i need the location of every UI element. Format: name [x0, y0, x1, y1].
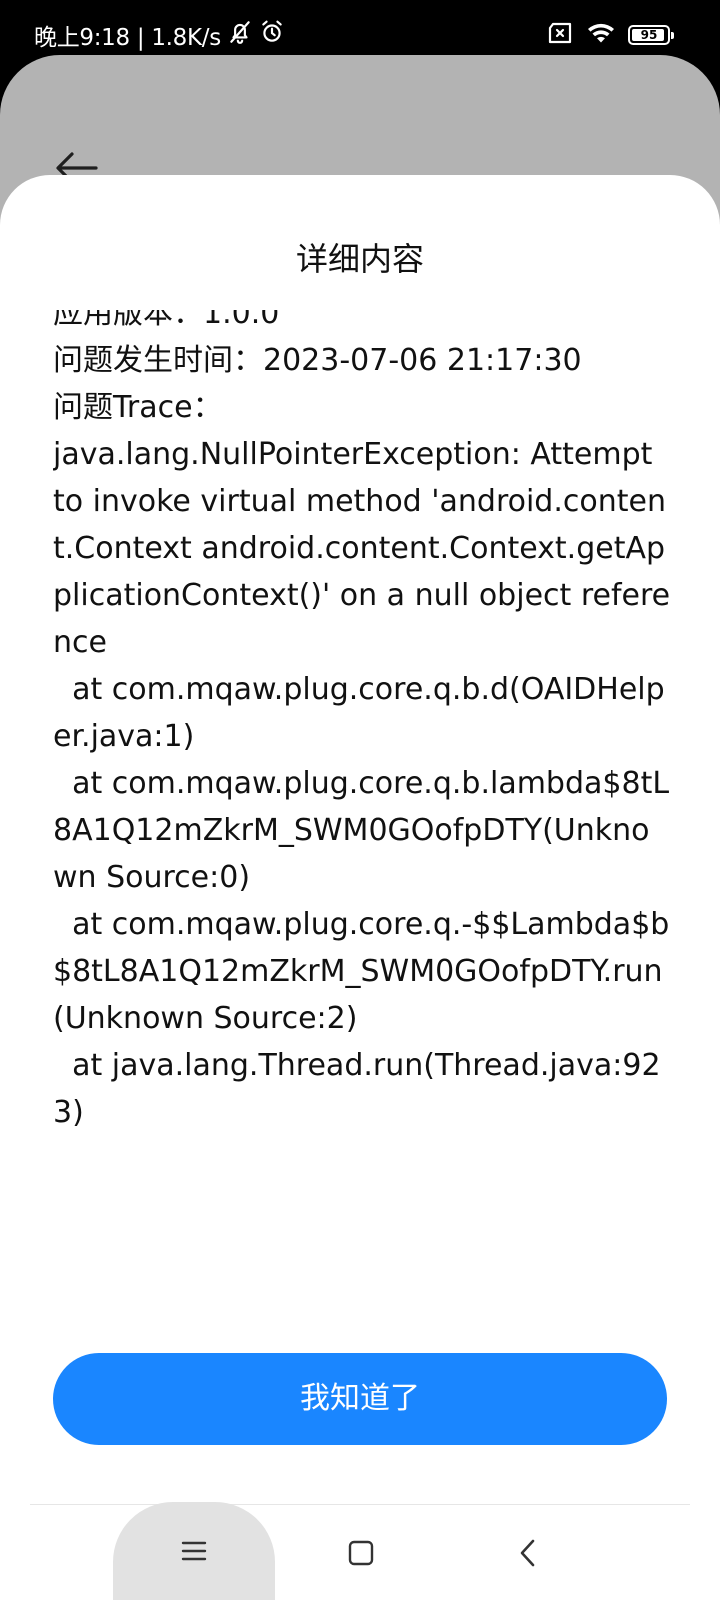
nav-menu-button[interactable] [113, 1502, 275, 1600]
status-right: 95 [546, 18, 674, 52]
status-time: 晚上9:18 | 1.8K/s [34, 25, 221, 51]
home-icon [348, 1540, 374, 1566]
navigation-bar [0, 1502, 720, 1600]
nav-divider [30, 1504, 690, 1505]
content-scroll-area[interactable]: 应用版本：1.0.0 问题发生时间：2023-07-06 21:17:30 问题… [53, 310, 673, 1492]
back-icon [520, 1539, 535, 1567]
nav-home-button[interactable] [335, 1527, 387, 1579]
wifi-icon [586, 21, 616, 49]
menu-icon [181, 1541, 207, 1561]
error-trace-text: 应用版本：1.0.0 问题发生时间：2023-07-06 21:17:30 问题… [53, 310, 671, 1130]
battery-icon: 95 [628, 25, 674, 45]
status-left: 晚上9:18 | 1.8K/s [34, 18, 285, 52]
dialog-title: 详细内容 [295, 240, 424, 278]
bell-off-icon [227, 19, 253, 51]
battery-level: 95 [640, 28, 658, 42]
alarm-icon [259, 19, 285, 51]
detail-dialog: 详细内容 应用版本：1.0.0 问题发生时间：2023-07-06 21:17:… [0, 175, 720, 1600]
confirm-button[interactable]: 我知道了 [53, 1353, 667, 1445]
sim-x-icon [546, 21, 574, 49]
nav-back-button[interactable] [502, 1527, 554, 1579]
